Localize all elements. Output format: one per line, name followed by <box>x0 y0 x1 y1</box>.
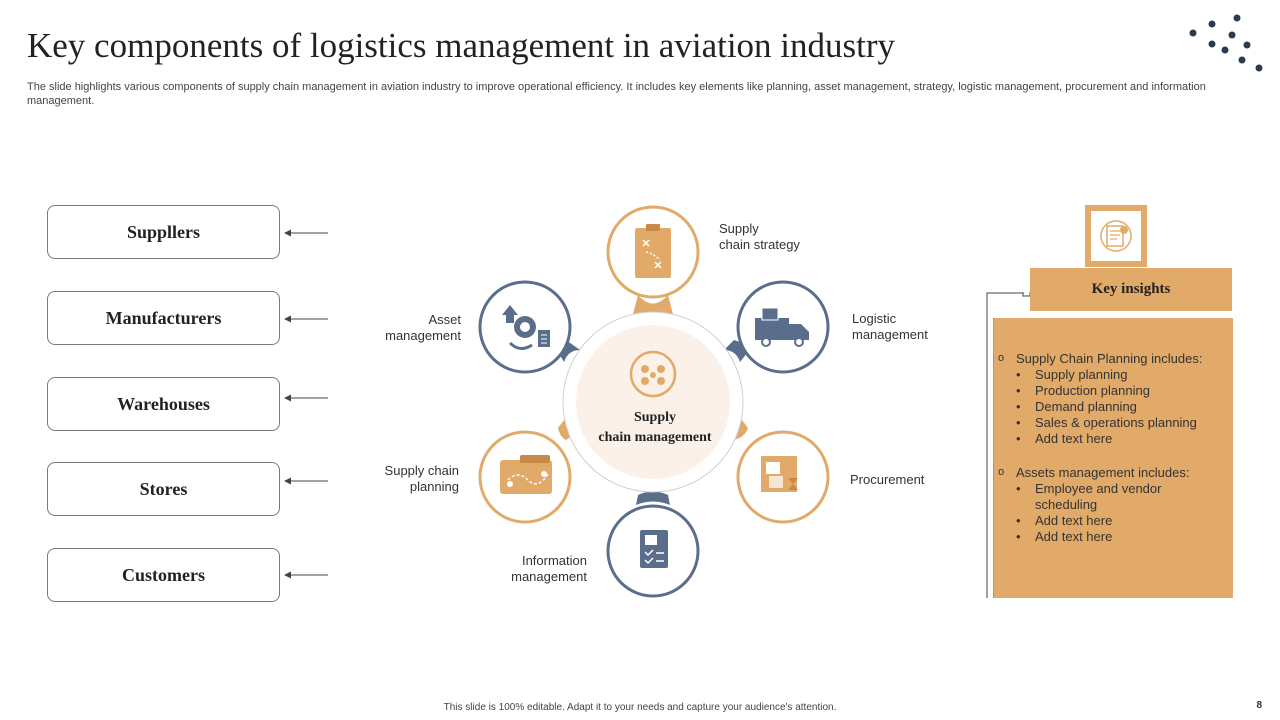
stores-box: Stores <box>47 462 280 516</box>
suppliers-box: Suppllers <box>47 205 280 259</box>
arrow-left-icon <box>284 571 328 579</box>
list-item: Add text here <box>1016 513 1227 529</box>
node-label-information-management: Information management <box>511 553 587 584</box>
list-item: Production planning <box>1016 383 1227 399</box>
network-hub-icon <box>641 365 665 385</box>
clipboard-plan-icon <box>635 224 671 278</box>
node-label-logistic-management: Logistic management <box>852 311 928 342</box>
list-item: Add text here <box>1016 431 1227 447</box>
list-item: Employee and vendor scheduling <box>1016 481 1227 513</box>
insight-section-assets: Assets management includes: Employee and… <box>998 464 1227 545</box>
hub-center-label: Supply chain management <box>598 410 712 445</box>
page-number: 8 <box>1256 700 1262 711</box>
footer-note: This slide is 100% editable. Adapt it to… <box>443 702 837 713</box>
delivery-truck-icon <box>755 307 809 347</box>
procurement-boxes-icon <box>761 456 798 492</box>
node-label-supply-chain-planning: Supply chain planning <box>384 463 459 494</box>
manufacturers-box: Manufacturers <box>47 291 280 345</box>
document-checklist-icon <box>640 530 668 568</box>
arrow-left-icon <box>284 315 328 323</box>
customers-box: Customers <box>47 548 280 602</box>
list-item: Demand planning <box>1016 399 1227 415</box>
report-idea-icon <box>1100 220 1132 252</box>
slide-title: Key components of logistics management i… <box>27 26 896 65</box>
list-item: Supply planning <box>1016 367 1227 383</box>
insights-icon-frame <box>1085 205 1147 267</box>
arrow-left-icon <box>284 477 328 485</box>
warehouses-box: Warehouses <box>47 377 280 431</box>
list-item: Add text here <box>1016 529 1227 545</box>
list-item: Sales & operations planning <box>1016 415 1227 431</box>
slide-subtitle: The slide highlights various components … <box>27 81 1206 107</box>
blueprint-map-icon <box>500 455 552 494</box>
arrow-left-icon <box>284 229 328 237</box>
key-insights-heading: Key insights <box>1030 268 1232 311</box>
node-label-supply-chain-strategy: Supply chain strategy <box>719 221 800 252</box>
asset-gear-cycle-icon <box>502 305 550 350</box>
decorative-dots-icon <box>1189 14 1263 72</box>
arrow-left-icon <box>284 394 328 402</box>
node-label-asset-management: Asset management <box>385 312 461 343</box>
insight-section-planning: Supply Chain Planning includes: Supply p… <box>998 350 1227 447</box>
key-insights-body: Supply Chain Planning includes: Supply p… <box>993 318 1233 598</box>
node-label-procurement: Procurement <box>850 472 925 487</box>
